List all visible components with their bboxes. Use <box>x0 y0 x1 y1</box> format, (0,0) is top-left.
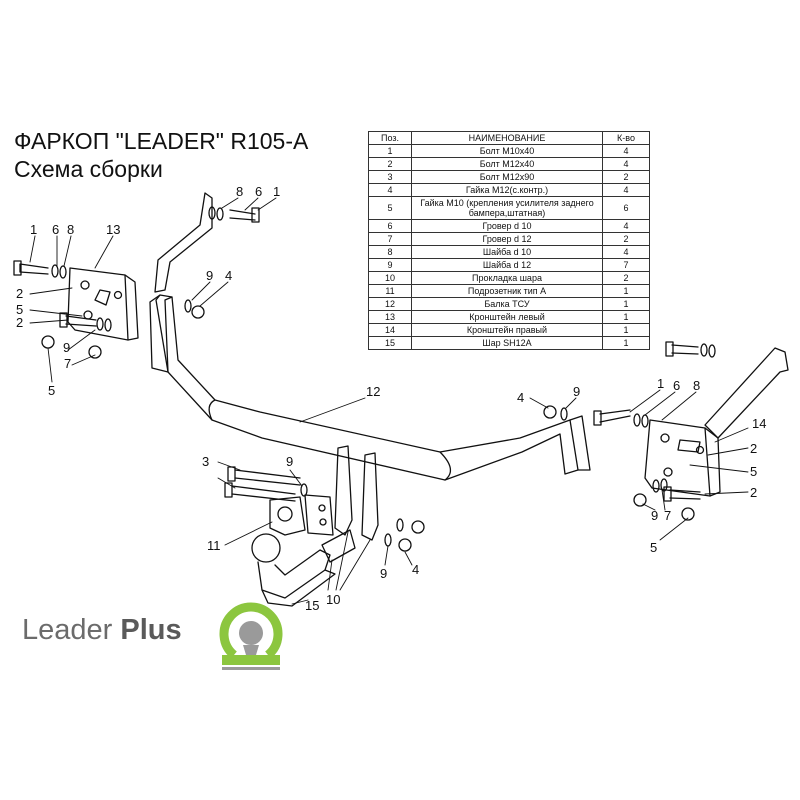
logo-ball <box>239 621 263 645</box>
cell-name: Гайка М10 (крепления усилителя заднего б… <box>411 196 603 220</box>
callout-2-right-a: 2 <box>750 441 757 456</box>
callout-5-right-b: 5 <box>650 540 657 555</box>
cell-name: Шар SH12A <box>411 336 603 350</box>
socket-bracket <box>269 496 306 536</box>
logo-base-bar <box>222 655 280 665</box>
title-line-1: ФАРКОП "LEADER" R105-A <box>14 128 309 154</box>
callout-6-left: 6 <box>52 222 59 237</box>
callout-2-left-b: 2 <box>16 315 23 330</box>
callout-6-top: 6 <box>255 184 262 199</box>
callout-7-right: 7 <box>664 508 671 523</box>
callout-8-right: 8 <box>693 378 700 393</box>
callout-11: 11 <box>207 538 221 553</box>
logo-ball-neck <box>243 645 259 655</box>
callout-9-mid: 9 <box>206 268 213 283</box>
callout-numbers: 8 6 1 1 6 8 13 2 5 2 9 7 5 9 4 12 4 9 1 … <box>16 184 766 613</box>
callout-5-left-a: 5 <box>16 302 23 317</box>
callout-1-top: 1 <box>273 184 280 199</box>
callout-6-right: 6 <box>673 378 680 393</box>
callout-4-right: 4 <box>517 390 524 405</box>
leader-lines <box>29 197 749 605</box>
drawing-title: ФАРКОП "LEADER" R105-A Схема сборки <box>14 127 308 183</box>
logo-word-plus: Plus <box>120 614 182 646</box>
right-bracket <box>644 347 789 497</box>
cell-quantity: 7 <box>602 258 650 272</box>
leader-plus-logo-emblem <box>219 602 283 670</box>
callout-15: 15 <box>305 598 319 613</box>
ball-mount-plates <box>304 445 379 563</box>
fasteners <box>13 206 716 552</box>
cell-position: 5 <box>368 196 412 220</box>
callout-3: 3 <box>202 454 209 469</box>
left-bracket <box>67 192 213 341</box>
cell-quantity: 1 <box>602 336 650 350</box>
callout-2-right-b: 2 <box>750 485 757 500</box>
tow-bar-beam <box>149 294 591 481</box>
callout-14: 14 <box>752 416 766 431</box>
callout-8-top: 8 <box>236 184 243 199</box>
callout-8-left: 8 <box>67 222 74 237</box>
logo-arc <box>219 602 283 659</box>
callout-7-left: 7 <box>64 356 71 371</box>
callout-4-mid: 4 <box>225 268 232 283</box>
callout-12: 12 <box>366 384 380 399</box>
logo-word-leader: Leader <box>22 614 113 646</box>
callout-2-left-a: 2 <box>16 286 23 301</box>
callout-4-bottom: 4 <box>412 562 419 577</box>
cell-quantity: 2 <box>602 232 650 246</box>
tow-ball <box>251 533 336 607</box>
callout-5-right-a: 5 <box>750 464 757 479</box>
callout-10: 10 <box>326 592 340 607</box>
callout-5-left-b: 5 <box>48 383 55 398</box>
callout-1-left: 1 <box>30 222 37 237</box>
callout-9-bottom: 9 <box>380 566 387 581</box>
callout-9-right-b: 9 <box>651 508 658 523</box>
title-line-2: Схема сборки <box>14 156 163 182</box>
leader-plus-logo-text: Leader Plus <box>22 613 182 647</box>
callout-1-right: 1 <box>657 376 664 391</box>
callout-9-left: 9 <box>63 340 70 355</box>
cell-quantity: 6 <box>602 196 650 220</box>
callout-9-right: 9 <box>573 384 580 399</box>
callout-9-ball: 9 <box>286 454 293 469</box>
callout-13: 13 <box>106 222 120 237</box>
logo-underline <box>222 667 280 670</box>
